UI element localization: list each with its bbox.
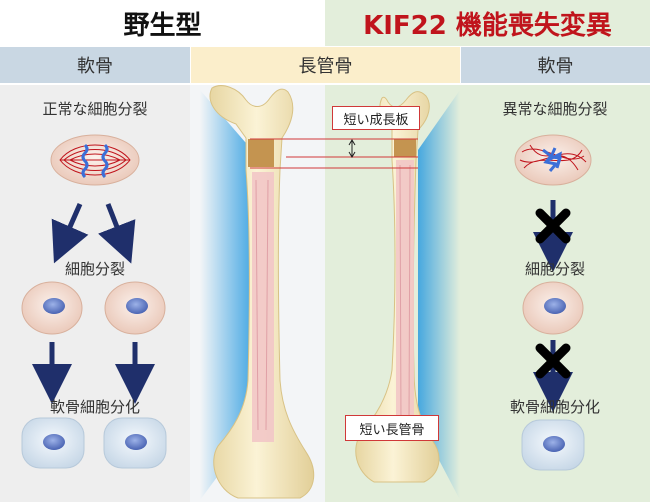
chondrocyte-2 bbox=[103, 417, 167, 469]
daughter-cell-1 bbox=[21, 281, 83, 335]
normal-mitosis-cell bbox=[50, 134, 140, 186]
chondrocyte-1 bbox=[21, 417, 85, 469]
daughter-cell-2 bbox=[104, 281, 166, 335]
daughter-cell-right bbox=[522, 281, 584, 335]
arrow-left-1 bbox=[51, 202, 89, 264]
growth-plate-guides bbox=[250, 138, 418, 169]
differentiation-label-left: 軟骨細胞分化 bbox=[49, 398, 140, 416]
growth-glow-right bbox=[418, 90, 460, 500]
chondrocyte-right bbox=[521, 419, 585, 471]
differentiation-label-right: 軟骨細胞分化 bbox=[509, 398, 600, 416]
header-cartilage-left: 軟骨 bbox=[0, 47, 190, 83]
arrow-left-2 bbox=[98, 203, 136, 264]
cell-division-label-right: 細胞分裂 bbox=[524, 260, 585, 278]
short-long-bone-label: 短い長管骨 bbox=[345, 415, 439, 441]
growth-glow-left bbox=[200, 90, 252, 500]
mutant-title: KIF22 機能喪失変異 bbox=[325, 0, 650, 46]
wild-type-title: 野生型 bbox=[123, 10, 202, 41]
short-growth-plate-label: 短い成長板 bbox=[332, 106, 420, 130]
normal-division-label: 正常な細胞分裂 bbox=[42, 100, 148, 118]
abnormal-division-label: 異常な細胞分裂 bbox=[502, 100, 608, 118]
header-cartilage-right: 軟骨 bbox=[461, 47, 650, 83]
cell-division-label-left: 細胞分裂 bbox=[64, 260, 125, 278]
header-long-bone: 長管骨 bbox=[191, 47, 460, 83]
abnormal-mitosis-cell bbox=[514, 134, 592, 186]
short-long-bone bbox=[355, 91, 440, 483]
normal-long-bone bbox=[209, 85, 315, 499]
block-x-icon-1 bbox=[535, 208, 571, 244]
block-x-icon-2 bbox=[535, 343, 571, 379]
